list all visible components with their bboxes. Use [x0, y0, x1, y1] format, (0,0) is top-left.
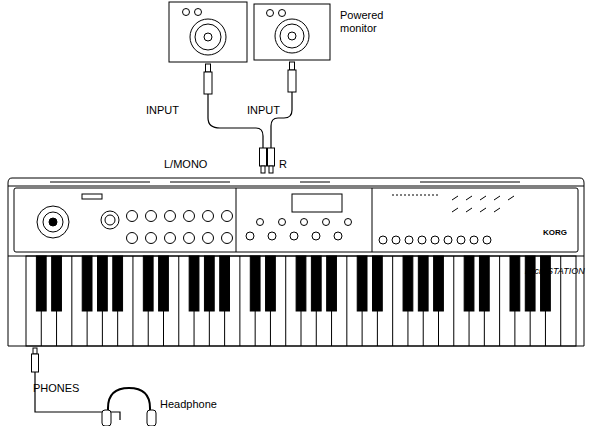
jack-label: PHONES: [33, 382, 79, 395]
black-key: [82, 256, 92, 311]
led-mark: [494, 196, 500, 200]
brand-logo: KORG: [543, 228, 567, 237]
cable-plug: [204, 62, 296, 94]
black-key: [143, 256, 153, 311]
button: [257, 219, 264, 226]
button: [323, 219, 330, 226]
black-key: [311, 256, 321, 311]
black-key: [464, 256, 474, 311]
button: [483, 236, 491, 244]
button: [279, 219, 286, 226]
button: [418, 236, 426, 244]
black-key: [52, 256, 62, 311]
black-key: [250, 256, 260, 311]
button: [345, 219, 352, 226]
panel-controls: [127, 196, 515, 244]
black-key: [373, 256, 383, 311]
jack-label: INPUT: [146, 104, 179, 117]
black-key: [296, 256, 306, 311]
powered-monitor: [254, 4, 330, 60]
black-key: [403, 256, 413, 311]
button: [290, 232, 298, 240]
jack-label: INPUT: [247, 104, 280, 117]
knob: [222, 233, 233, 244]
key-divider: [453, 256, 454, 346]
button: [334, 232, 342, 240]
black-key: [525, 256, 535, 311]
knob: [222, 211, 233, 222]
led-mark: [480, 208, 486, 212]
led-mark: [466, 208, 472, 212]
key-divider: [499, 256, 500, 346]
button: [379, 236, 387, 244]
knob: [184, 211, 195, 222]
button: [470, 236, 478, 244]
button: [431, 236, 439, 244]
jack-label: R: [279, 158, 287, 171]
button: [268, 232, 276, 240]
knob: [184, 233, 195, 244]
black-key: [418, 256, 428, 311]
black-key: [510, 256, 520, 311]
black-key: [113, 256, 123, 311]
key-divider: [239, 256, 240, 346]
knob: [127, 211, 138, 222]
key-divider: [392, 256, 393, 346]
black-key: [266, 256, 276, 311]
jack-plug: [260, 148, 275, 173]
black-key: [479, 256, 489, 311]
device-label: Powered monitor: [340, 9, 402, 35]
button: [301, 219, 308, 226]
headphone: [102, 388, 156, 426]
powered-monitor: [169, 2, 247, 62]
button: [246, 232, 254, 240]
black-key: [36, 256, 46, 311]
black-key: [189, 256, 199, 311]
device-label: Headphone: [160, 398, 217, 411]
black-key: [541, 256, 551, 311]
black-key: [434, 256, 444, 311]
audio-cable: [208, 92, 292, 148]
button: [444, 236, 452, 244]
knob: [127, 233, 138, 244]
led-mark: [494, 208, 500, 212]
button: [392, 236, 400, 244]
black-key: [98, 256, 108, 311]
jack-label: L/MONO: [164, 158, 207, 171]
keys: [36, 256, 560, 346]
led-mark: [508, 196, 514, 200]
knob: [165, 211, 176, 222]
key-divider: [132, 256, 133, 346]
button: [457, 236, 465, 244]
key-divider: [285, 256, 286, 346]
phones-plug: [32, 348, 39, 372]
black-key: [159, 256, 169, 311]
black-key: [357, 256, 367, 311]
button: [405, 236, 413, 244]
led-mark: [452, 208, 458, 212]
knob: [146, 211, 157, 222]
led-mark: [452, 196, 458, 200]
button: [312, 232, 320, 240]
key-divider: [346, 256, 347, 346]
black-key: [220, 256, 230, 311]
model-name: microSTATION: [525, 266, 585, 276]
knob: [146, 233, 157, 244]
led-mark: [466, 196, 472, 200]
knob: [165, 233, 176, 244]
keyboard-body: [8, 178, 584, 346]
key-divider: [71, 256, 72, 346]
knob: [203, 233, 214, 244]
black-key: [327, 256, 337, 311]
key-divider: [178, 256, 179, 346]
black-key: [204, 256, 214, 311]
knob: [203, 211, 214, 222]
led-mark: [480, 196, 486, 200]
